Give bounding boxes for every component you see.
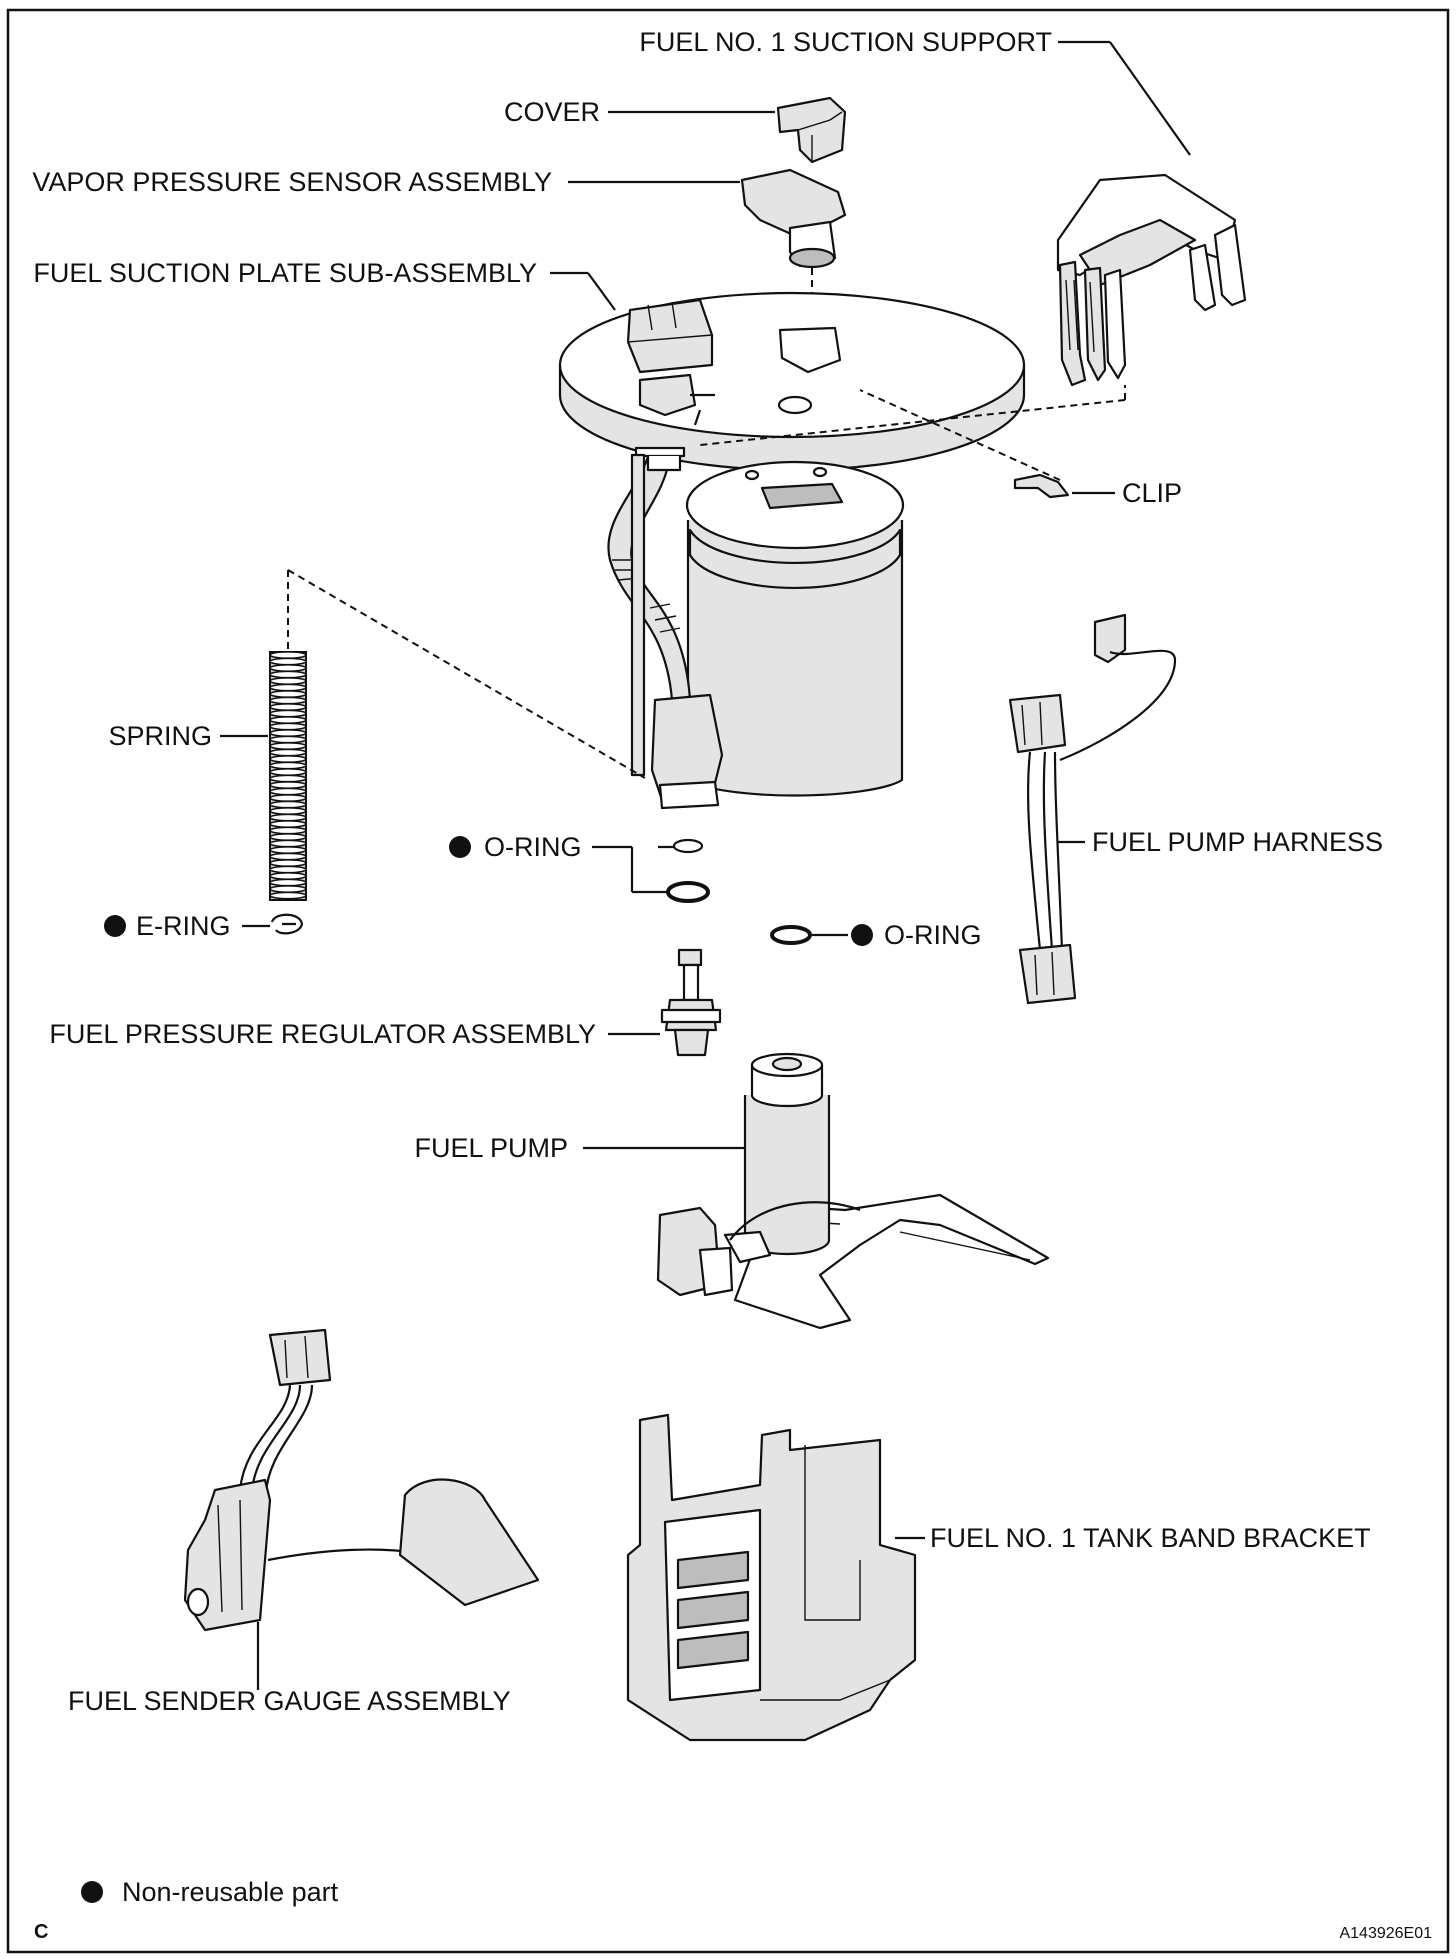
e-ring-part <box>270 913 304 935</box>
spring-coil <box>269 689 307 698</box>
spring-coil <box>269 852 307 861</box>
spring-coil <box>269 702 307 711</box>
label-suction-support: FUEL NO. 1 SUCTION SUPPORT <box>639 27 1052 57</box>
spring-coil <box>269 884 307 893</box>
spring-coil <box>269 650 307 659</box>
spring-dash-diagonal <box>287 569 646 779</box>
label-cover: COVER <box>504 97 600 127</box>
pressure-regulator-part <box>660 948 722 1057</box>
spring-coil <box>269 787 307 796</box>
spring-coil <box>269 891 307 900</box>
spring-coil <box>269 728 307 737</box>
label-o-ring-2: O-RING <box>884 920 982 950</box>
clip-dash <box>859 389 1061 481</box>
spring-coil <box>269 826 307 835</box>
spring-coil <box>269 878 307 887</box>
label-clip: CLIP <box>1122 478 1182 508</box>
label-sender-gauge: FUEL SENDER GAUGE ASSEMBLY <box>68 1686 511 1716</box>
fuel-pump-part <box>656 1052 1050 1330</box>
suction-plate-part <box>558 291 1026 472</box>
label-vapor-sensor: VAPOR PRESSURE SENSOR ASSEMBLY <box>32 167 552 197</box>
fuel-pump-harness-part <box>1008 613 1177 1005</box>
spring-coil <box>269 715 307 724</box>
fuel-hose <box>607 446 724 810</box>
spring-coil <box>269 871 307 880</box>
spring-coil <box>269 741 307 750</box>
spring-coil <box>269 709 307 718</box>
label-e-ring: E-RING <box>136 911 231 941</box>
o-ring-large <box>666 881 710 903</box>
bullet-o-ring-1 <box>449 836 471 858</box>
spring-coil <box>269 722 307 731</box>
spring-coil <box>269 663 307 672</box>
legend-bullet <box>81 1881 103 1903</box>
legend-non-reusable: Non-reusable part <box>122 1877 339 1907</box>
label-suction-plate: FUEL SUCTION PLATE SUB-ASSEMBLY <box>33 258 537 288</box>
label-o-ring-1: O-RING <box>484 832 582 862</box>
spring-coil <box>269 793 307 802</box>
spring-coil <box>269 865 307 874</box>
figure-id: A143926E01 <box>1339 1925 1432 1942</box>
bullet-e-ring <box>104 915 126 937</box>
spring-coil <box>269 819 307 828</box>
spring-coil <box>269 748 307 757</box>
corner-code-left: C <box>34 1921 48 1943</box>
spring-coil <box>269 761 307 770</box>
spring-coil <box>269 800 307 809</box>
spring-coil <box>269 780 307 789</box>
spring-coil <box>269 858 307 867</box>
o-ring-small <box>672 838 704 854</box>
suction-support-part <box>1056 173 1247 387</box>
spring-coil <box>269 813 307 822</box>
spring-coil <box>269 696 307 705</box>
spring-coil <box>269 683 307 692</box>
spring-coil <box>269 839 307 848</box>
spring-coil <box>269 767 307 776</box>
spring-coil <box>269 832 307 841</box>
tank-band-bracket-part <box>626 1413 917 1742</box>
suction-support-leader-diagonal <box>1109 41 1191 156</box>
diagram-frame <box>6 8 1450 1954</box>
spring-coil <box>269 754 307 763</box>
o-ring-regulator <box>770 925 812 945</box>
label-tank-band-bracket: FUEL NO. 1 TANK BAND BRACKET <box>930 1523 1371 1553</box>
vapor-sensor-part <box>740 168 847 269</box>
label-pressure-regulator: FUEL PRESSURE REGULATOR ASSEMBLY <box>49 1019 596 1049</box>
spring-coil <box>269 806 307 815</box>
cover-part <box>776 96 847 164</box>
label-spring: SPRING <box>108 721 212 751</box>
spring-coil <box>269 670 307 679</box>
label-fuel-pump-harness: FUEL PUMP HARNESS <box>1092 827 1383 857</box>
spring-coil <box>269 735 307 744</box>
label-fuel-pump: FUEL PUMP <box>414 1133 568 1163</box>
sender-gauge-part <box>183 1328 540 1632</box>
bullet-o-ring-2 <box>851 924 873 946</box>
suction-plate-leader-diagonal <box>587 272 616 311</box>
spring-part <box>269 650 307 901</box>
spring-coil <box>269 657 307 666</box>
spring-coil <box>269 845 307 854</box>
spring-coil <box>269 676 307 685</box>
clip-part <box>1013 473 1070 499</box>
spring-coil <box>269 774 307 783</box>
